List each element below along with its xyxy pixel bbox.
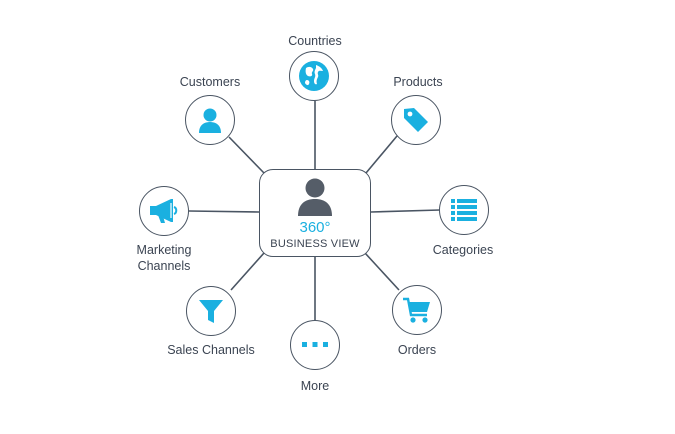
label-more: More [300, 379, 330, 393]
user-icon [199, 108, 221, 133]
label-countries: Countries [288, 34, 342, 48]
node-more [290, 320, 340, 370]
hub-business-view: 360° BUSINESS VIEW [259, 169, 371, 257]
node-products [391, 95, 441, 145]
list-icon [451, 199, 477, 221]
label-products: Products [393, 75, 443, 89]
tag-icon [404, 108, 428, 132]
label-categories: Categories [432, 243, 494, 257]
megaphone-icon [150, 199, 178, 223]
dots-icon [302, 342, 328, 347]
label-orders: Orders [397, 343, 437, 357]
hub-value: 360° [299, 219, 331, 236]
cart-icon [403, 297, 430, 323]
node-customers [185, 95, 235, 145]
label-marketing: Marketing Channels [136, 243, 192, 273]
link-categories [370, 209, 441, 213]
globe-icon [299, 61, 329, 91]
label-customers: Customers [179, 75, 241, 89]
node-sales [186, 286, 236, 336]
person-icon [298, 178, 332, 216]
link-products [365, 135, 398, 174]
node-countries [289, 51, 339, 101]
node-orders [392, 285, 442, 335]
link-customers [228, 136, 265, 174]
link-sales [230, 252, 265, 291]
funnel-icon [199, 300, 223, 323]
label-sales: Sales Channels [167, 343, 255, 357]
link-marketing [188, 210, 260, 213]
node-marketing [139, 186, 189, 236]
node-categories [439, 185, 489, 235]
link-orders [364, 252, 400, 291]
hub-label: BUSINESS VIEW [270, 238, 360, 250]
